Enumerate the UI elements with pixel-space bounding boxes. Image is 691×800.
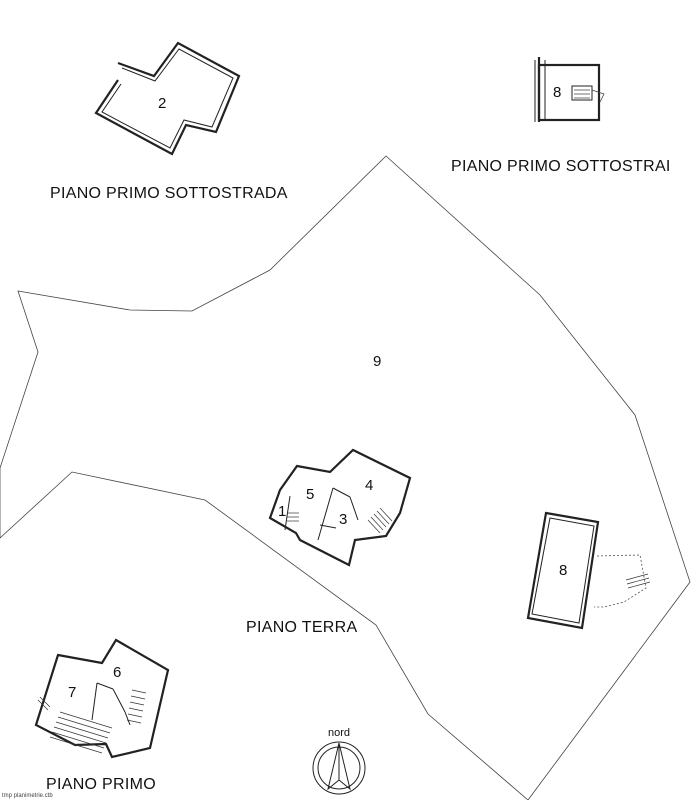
unit-number-6: 6 [113,664,122,681]
lot-9-boundary [0,155,691,800]
unit-number-7: 7 [68,684,77,701]
unit-number-9: 9 [373,353,382,370]
building-8-main-outline [526,511,651,630]
floor-label-primo-sottostrada: PIANO PRIMO SOTTOSTRADA [50,185,288,202]
footer-note: tmp planimetrie.ctb [2,793,53,799]
unit-number-1: 1 [278,503,287,520]
compass-label: nord [328,727,351,739]
floor-label-primo: PIANO PRIMO [46,776,156,793]
building-2-outline [94,41,241,156]
building-primo-outline [34,638,170,759]
unit-number-5: 5 [306,486,315,503]
unit-number-8-main: 8 [559,562,568,579]
unit-number-8-top: 8 [553,84,562,101]
building-8-top-outline [534,57,605,122]
floor-label-terra: PIANO TERRA [246,619,358,636]
unit-number-2: 2 [158,95,167,112]
unit-number-3: 3 [339,511,348,528]
building-terra-outline [268,448,412,567]
floor-label-primo-sottostrada-right: PIANO PRIMO SOTTOSTRAI [451,158,671,175]
north-compass-icon [312,741,366,795]
unit-number-4: 4 [365,477,374,494]
